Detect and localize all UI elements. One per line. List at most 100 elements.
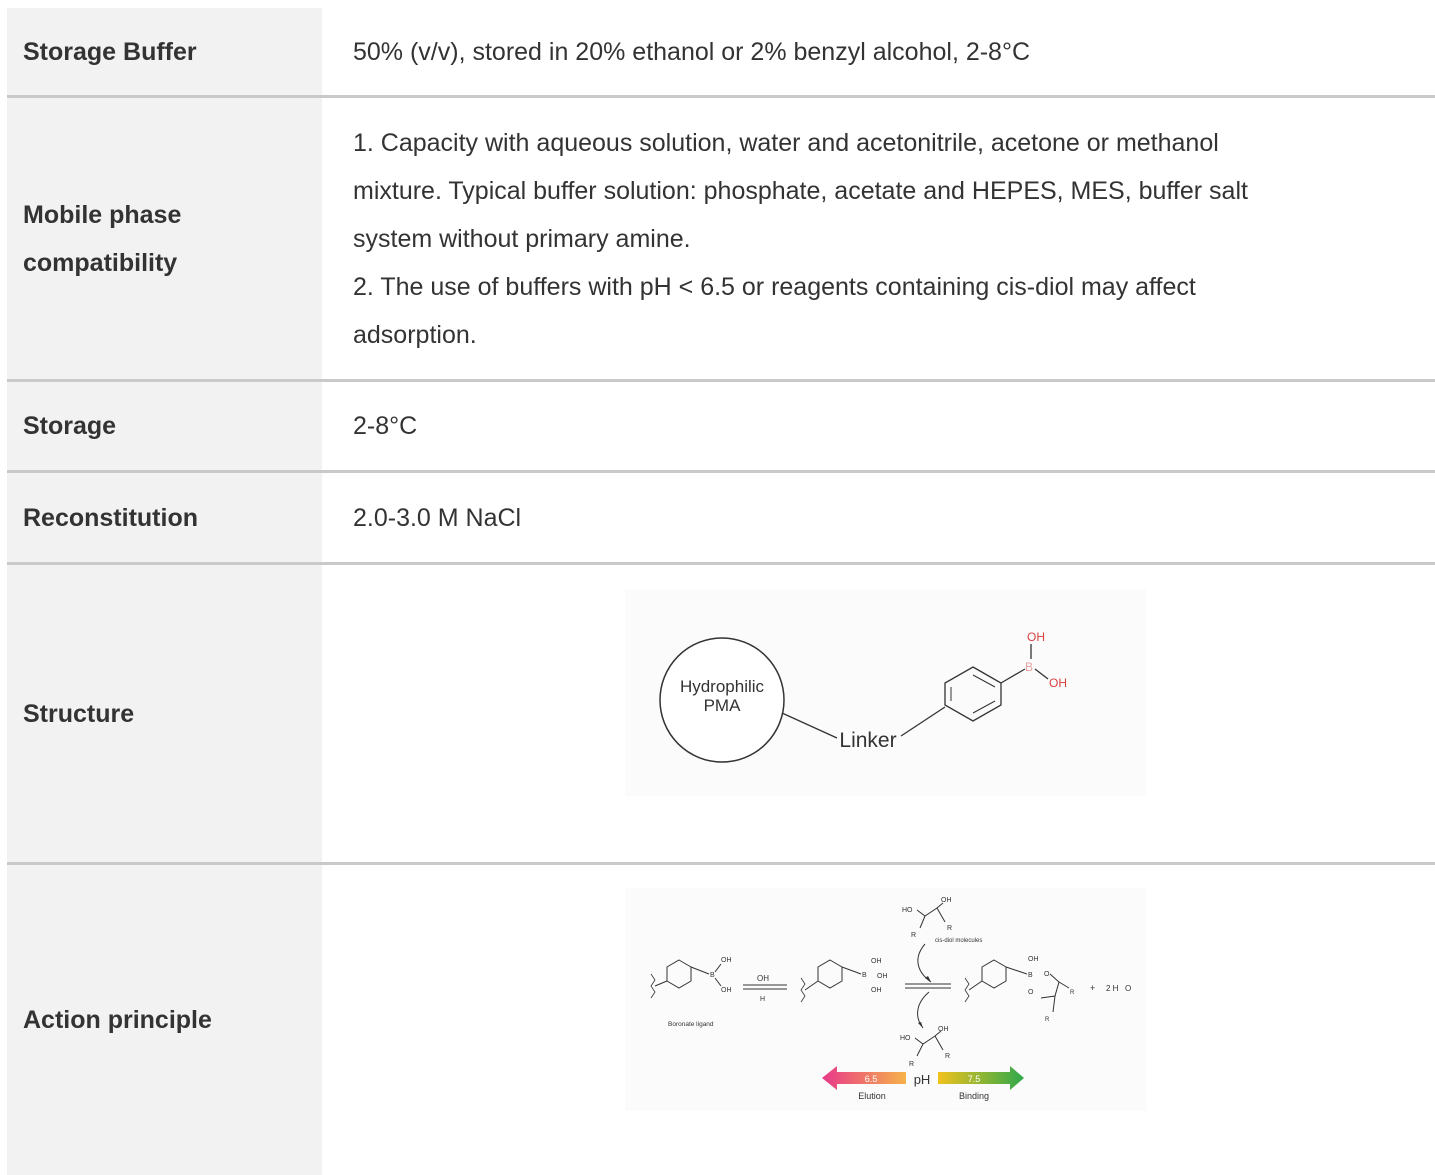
arrowhead [918, 1022, 923, 1028]
row-structure: Structure Hydrophilic PMA Linker B [7, 565, 1435, 865]
label-storage: Storage [7, 382, 322, 470]
wavy-bond [964, 977, 970, 1003]
bond [1005, 966, 1028, 975]
label-mobile-phase-line2: compatibility [23, 248, 178, 277]
mobile-phase-line: mixture. Typical buffer solution: phosph… [353, 176, 1248, 205]
bond [804, 980, 819, 991]
wavy-bond [650, 973, 656, 999]
cisdiol-bonds-bottom [914, 1030, 942, 1045]
mobile-phase-line: adsorption. [353, 320, 477, 349]
value-storage-buffer: 50% (v/v), stored in 20% ethanol or 2% b… [322, 8, 1435, 95]
water-o: O [1125, 984, 1131, 993]
binding-arrow [938, 1066, 1024, 1090]
curved-arrow-in [917, 943, 932, 983]
water-h: 2 H [1106, 984, 1119, 993]
arrowhead [925, 976, 931, 982]
middle-oh3: OH [871, 958, 882, 965]
binding-label: Binding [959, 1091, 989, 1101]
value-storage-text: 2-8°C [353, 412, 418, 440]
oh-top-label: OH [1027, 630, 1045, 644]
oh-minus-label: OH [757, 974, 769, 983]
cisdiol-r1-top: R [911, 932, 916, 939]
bond-ring-boron [1000, 668, 1026, 684]
cisdiol-bonds-top [916, 902, 944, 917]
cisdiol-oh-top: OH [941, 897, 952, 904]
ligand-ring [666, 959, 692, 989]
linker-label: Linker [839, 729, 896, 752]
middle-ring [817, 959, 843, 989]
label-reconstitution: Reconstitution [7, 473, 322, 562]
ester-ring-bonds [1040, 973, 1060, 999]
spec-table: Storage Buffer 50% (v/v), stored in 20% … [7, 8, 1435, 1175]
label-structure: Structure [7, 565, 322, 862]
oh-right-label: OH [1049, 676, 1067, 690]
right-r2: R [1045, 1017, 1050, 1023]
right-r1: R [1070, 990, 1075, 996]
row-storage-buffer: Storage Buffer 50% (v/v), stored in 20% … [7, 8, 1435, 98]
row-storage: Storage 2-8°C [7, 382, 1435, 473]
middle-oh4: OH [877, 973, 888, 980]
label-mobile-phase-line1: Mobile phase [23, 200, 182, 229]
mobile-phase-line: system without primary amine. [353, 224, 691, 253]
boronate-ligand-label: Boronate ligand [668, 1021, 714, 1028]
ring-double-bond [972, 674, 996, 688]
ligand-b: B [710, 972, 715, 979]
wavy-bond [800, 977, 806, 1003]
value-mobile-phase: 1. Capacity with aqueous solution, water… [322, 98, 1435, 379]
value-structure: Hydrophilic PMA Linker B OH OH [322, 565, 1435, 862]
structure-figure: Hydrophilic PMA Linker B OH OH [625, 589, 1146, 796]
structure-diagram: Hydrophilic PMA Linker B OH OH [659, 630, 1067, 763]
cisdiol-r2-top: R [947, 925, 952, 932]
right-o1: O [1044, 971, 1050, 978]
ligand-oh2: OH [721, 987, 732, 994]
plus-sign: + [1090, 983, 1095, 993]
bond [968, 980, 983, 991]
cisdiol-bond [936, 907, 946, 923]
value-reconstitution-text: 2.0-3.0 M NaCl [353, 503, 522, 532]
value-storage-buffer-text: 50% (v/v), stored in 20% ethanol or 2% b… [353, 37, 1031, 66]
ring-double-bond [972, 700, 996, 714]
right-o2: O [1028, 989, 1034, 996]
row-reconstitution: Reconstitution 2.0-3.0 M NaCl [7, 473, 1435, 565]
bond [1058, 981, 1070, 989]
h-plus-label: H [760, 996, 765, 1003]
ph-low-label: 6.5 [865, 1074, 878, 1084]
bond-boron-oh-right [1034, 668, 1049, 680]
mobile-phase-line: 2. The use of buffers with pH < 6.5 or r… [353, 272, 1196, 301]
elution-label: Elution [858, 1091, 886, 1101]
label-action-principle: Action principle [7, 865, 322, 1175]
pma-circle [659, 637, 785, 763]
cisdiol-caption: cis-diol molecules [935, 938, 982, 944]
value-action-principle: HO OH R R cis-diol molecules B [322, 865, 1435, 1175]
elution-arrow [822, 1066, 906, 1090]
bond [841, 966, 862, 975]
right-b: B [1028, 972, 1033, 979]
boron-label: B [1025, 660, 1033, 674]
right-oh6: OH [1028, 956, 1039, 963]
row-action-principle: Action principle HO [7, 865, 1435, 1175]
bond [714, 977, 722, 987]
action-figure: HO OH R R cis-diol molecules B [625, 888, 1146, 1111]
label-mobile-phase: Mobile phase compatibility [7, 98, 322, 379]
label-storage-buffer: Storage Buffer [7, 8, 322, 95]
bond-linker-ring [900, 706, 946, 737]
ph-high-label: 7.5 [968, 1074, 981, 1084]
ligand-bond-b [690, 966, 710, 975]
value-reconstitution: 2.0-3.0 M NaCl [322, 473, 1435, 562]
cisdiol-ho-top: HO [902, 907, 913, 914]
cisdiol-oh-bottom: OH [938, 1026, 949, 1033]
bond [916, 1043, 924, 1057]
bond [714, 963, 722, 973]
cisdiol-r1-bottom: R [909, 1061, 914, 1068]
bond-circle-linker [781, 712, 838, 739]
cisdiol-ho-bottom: HO [900, 1035, 911, 1042]
middle-oh5: OH [871, 987, 882, 994]
circle-label-line1: Hydrophilic [680, 677, 765, 696]
mobile-phase-line: 1. Capacity with aqueous solution, water… [353, 128, 1219, 157]
circle-label-line2: PMA [704, 696, 742, 715]
bond [1052, 995, 1056, 1013]
bond [934, 1035, 944, 1051]
middle-b: B [862, 972, 867, 979]
right-ring [981, 959, 1007, 989]
cisdiol-bond [919, 915, 926, 929]
